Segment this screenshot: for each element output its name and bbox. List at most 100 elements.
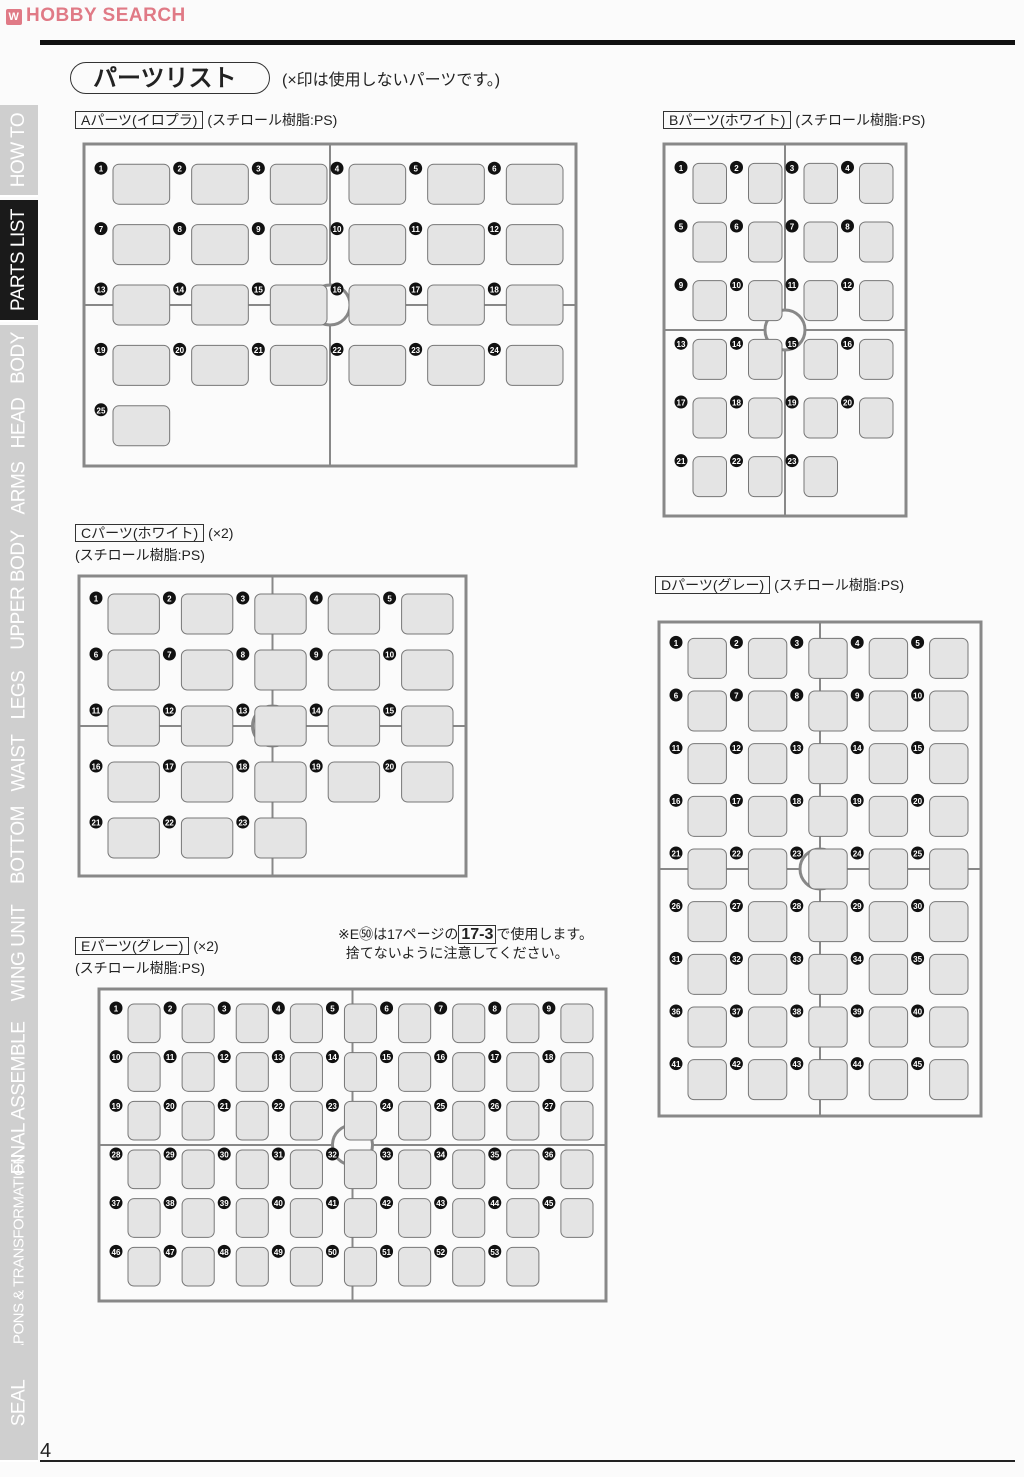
- note-text-3: 捨てないように注意してください。: [345, 945, 569, 961]
- part-number-badge: [790, 688, 804, 702]
- part-number: 6: [492, 165, 497, 174]
- sidebar-tab-arms[interactable]: ARMS: [0, 455, 38, 522]
- part-shape: [692, 397, 727, 439]
- part-number-badge: [542, 1001, 556, 1015]
- part-shape: [235, 1149, 269, 1190]
- sidebar-tab-legs[interactable]: LEGS: [0, 660, 38, 732]
- sidebar-tab-upper-body[interactable]: UPPER BODY: [0, 520, 38, 662]
- part-number: 14: [175, 286, 184, 295]
- part-number: 23: [411, 346, 420, 355]
- part-number-badge: [487, 342, 501, 356]
- part-number-badge: [669, 846, 683, 860]
- part-shape: [348, 224, 407, 266]
- part-shape: [289, 1246, 323, 1287]
- part-shape: [452, 1052, 486, 1092]
- part-number: 46: [112, 1248, 121, 1257]
- part-number: 10: [913, 692, 922, 701]
- part-number-badge: [790, 741, 804, 755]
- sidebar-tab-wing-unit[interactable]: WING UNIT: [0, 895, 38, 1012]
- part-number: 17: [732, 797, 741, 806]
- runner-e-material: (スチロール樹脂:PS): [75, 960, 205, 976]
- part-number-badge: [790, 951, 804, 965]
- part-shape: [235, 1100, 269, 1141]
- part-number-badge: [911, 846, 925, 860]
- part-number-badge: [729, 1057, 743, 1071]
- sidebar-tab-label: FINAL ASSEMBLE: [8, 1021, 29, 1174]
- part-number-badge: [434, 1196, 448, 1210]
- part-number: 13: [238, 707, 247, 716]
- part-number-badge: [162, 703, 176, 717]
- runner-d-material: (スチロール樹脂:PS): [774, 577, 905, 593]
- part-number-badge: [109, 1147, 123, 1161]
- part-number: 8: [845, 223, 850, 232]
- page-number: 4: [40, 1440, 52, 1462]
- part-shape: [808, 690, 848, 732]
- part-number: 29: [853, 902, 862, 911]
- part-shape: [747, 953, 788, 995]
- part-shape: [747, 795, 788, 837]
- part-number-badge: [163, 1147, 177, 1161]
- sidebar-tab-label: HOW TO: [8, 112, 30, 188]
- runner-c-name: Cパーツ(ホワイト): [75, 524, 205, 542]
- part-shape: [348, 344, 407, 386]
- part-number: 15: [385, 707, 394, 716]
- part-number: 19: [312, 763, 321, 772]
- part-number-badge: [89, 591, 103, 605]
- part-number: 4: [314, 595, 319, 604]
- part-number: 44: [490, 1199, 499, 1208]
- part-shape: [560, 1198, 594, 1238]
- part-number: 43: [436, 1199, 445, 1208]
- runner-e-qty: (×2): [193, 938, 219, 954]
- part-shape: [929, 690, 969, 732]
- part-number-badge: [434, 1147, 448, 1161]
- part-shape: [269, 344, 328, 386]
- part-shape: [427, 284, 485, 326]
- part-shape: [191, 344, 249, 386]
- part-number-badge: [434, 1001, 448, 1015]
- part-number-badge: [217, 1147, 231, 1161]
- part-shape: [505, 344, 564, 386]
- part-number-badge: [109, 1001, 123, 1015]
- part-number-badge: [409, 222, 423, 236]
- part-shape: [803, 162, 838, 204]
- part-number: 19: [853, 797, 862, 806]
- sidebar-tab-parts-list[interactable]: PARTS LIST: [0, 200, 38, 322]
- part-number-badge: [236, 759, 250, 773]
- part-number: 17: [677, 399, 686, 408]
- part-number-badge: [911, 899, 925, 913]
- part-number: 49: [274, 1248, 283, 1257]
- part-number-badge: [674, 278, 688, 292]
- part-number: 47: [166, 1248, 175, 1257]
- part-shape: [748, 221, 783, 263]
- sidebar-tab-head[interactable]: HEAD: [0, 390, 38, 457]
- part-number-badge: [434, 1244, 448, 1258]
- part-shape: [343, 1246, 378, 1287]
- sidebar-tab-bottom[interactable]: BOTTOM: [0, 795, 38, 897]
- part-number: 8: [493, 1005, 498, 1014]
- part-shape: [808, 953, 848, 995]
- sidebar-tab-seal[interactable]: SEAL: [0, 1345, 38, 1462]
- part-number-badge: [380, 1098, 394, 1112]
- part-shape: [687, 690, 727, 732]
- part-number-badge: [163, 1196, 177, 1210]
- part-number-badge: [383, 703, 397, 717]
- part-shape: [180, 761, 234, 803]
- sidebar-tab-weapons-transformation[interactable]: WEAPONS & TRANSFORMATION: [0, 1154, 38, 1376]
- sidebar-tab-body[interactable]: BODY: [0, 325, 38, 392]
- part-number-badge: [730, 454, 743, 468]
- part-number: 18: [490, 286, 499, 295]
- part-number: 11: [92, 707, 101, 716]
- part-number-badge: [309, 759, 323, 773]
- part-number: 16: [333, 286, 342, 295]
- sidebar-tab-waist[interactable]: WAIST: [0, 730, 38, 797]
- part-number-badge: [173, 161, 187, 175]
- part-number-badge: [669, 793, 683, 807]
- part-shape: [343, 1198, 378, 1238]
- part-number: 16: [92, 763, 101, 772]
- part-shape: [859, 397, 894, 439]
- sidebar-tab-how-to[interactable]: HOW TO: [0, 105, 38, 197]
- runner-b-material: (スチロール樹脂:PS): [795, 112, 926, 128]
- part-number: 14: [732, 340, 741, 349]
